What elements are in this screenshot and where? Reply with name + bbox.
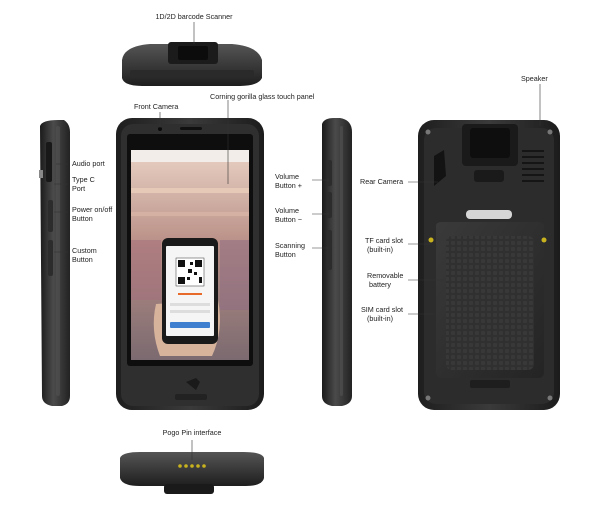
earpiece-icon	[180, 127, 202, 130]
right-side-device	[322, 118, 352, 406]
volume-up-label-line1: Volume	[275, 172, 299, 181]
pogo-pin-label: Pogo Pin interface	[132, 428, 252, 437]
battery-label-line2: battery	[369, 280, 391, 289]
rear-camera-label: Rear Camera	[360, 177, 403, 186]
power-label-line1: Power on/off	[72, 205, 112, 214]
scanner-label: 1D/2D barcode Scanner	[134, 12, 254, 21]
back-view-device	[418, 120, 560, 410]
scanning-label-line1: Scanning	[275, 241, 305, 250]
sim-slot-label-line1: SIM card slot	[361, 305, 403, 314]
audio-port-label: Audio port	[72, 159, 105, 168]
power-label-line2: Button	[72, 214, 93, 223]
sim-slot-label-line2: (built-in)	[367, 314, 393, 323]
speaker-label: Speaker	[521, 74, 548, 83]
power-button-icon	[48, 200, 53, 232]
scanning-button-icon	[327, 230, 332, 270]
rear-camera-lens-icon	[470, 128, 510, 158]
tf-slot-screw-icon	[429, 238, 434, 243]
volume-down-label-line2: Button −	[275, 215, 302, 224]
glass-panel-label: Corning gorilla glass touch panel	[210, 92, 314, 101]
scanning-label-line2: Button	[275, 250, 296, 259]
front-view-device	[116, 118, 264, 410]
left-side-device	[39, 120, 70, 406]
tf-slot-label-line1: TF card slot	[365, 236, 403, 245]
tf-slot-label-line2: (built-in)	[367, 245, 393, 254]
label-sticker	[466, 210, 512, 219]
battery-label-line1: Removable	[367, 271, 403, 280]
volume-down-label-line1: Volume	[275, 206, 299, 215]
front-camera-label: Front Camera	[134, 102, 178, 111]
screen-confirm-bar	[170, 322, 210, 328]
custom-button-icon	[48, 240, 53, 276]
volume-up-label-line2: Button +	[275, 181, 302, 190]
top-view-device	[122, 42, 262, 86]
typec-label-line1: Type C	[72, 175, 95, 184]
typec-label-line2: Port	[72, 184, 85, 193]
volume-up-button-icon	[327, 160, 332, 186]
scanner-window-icon	[178, 46, 208, 60]
custom-label-line2: Button	[72, 255, 93, 264]
custom-label-line1: Custom	[72, 246, 97, 255]
